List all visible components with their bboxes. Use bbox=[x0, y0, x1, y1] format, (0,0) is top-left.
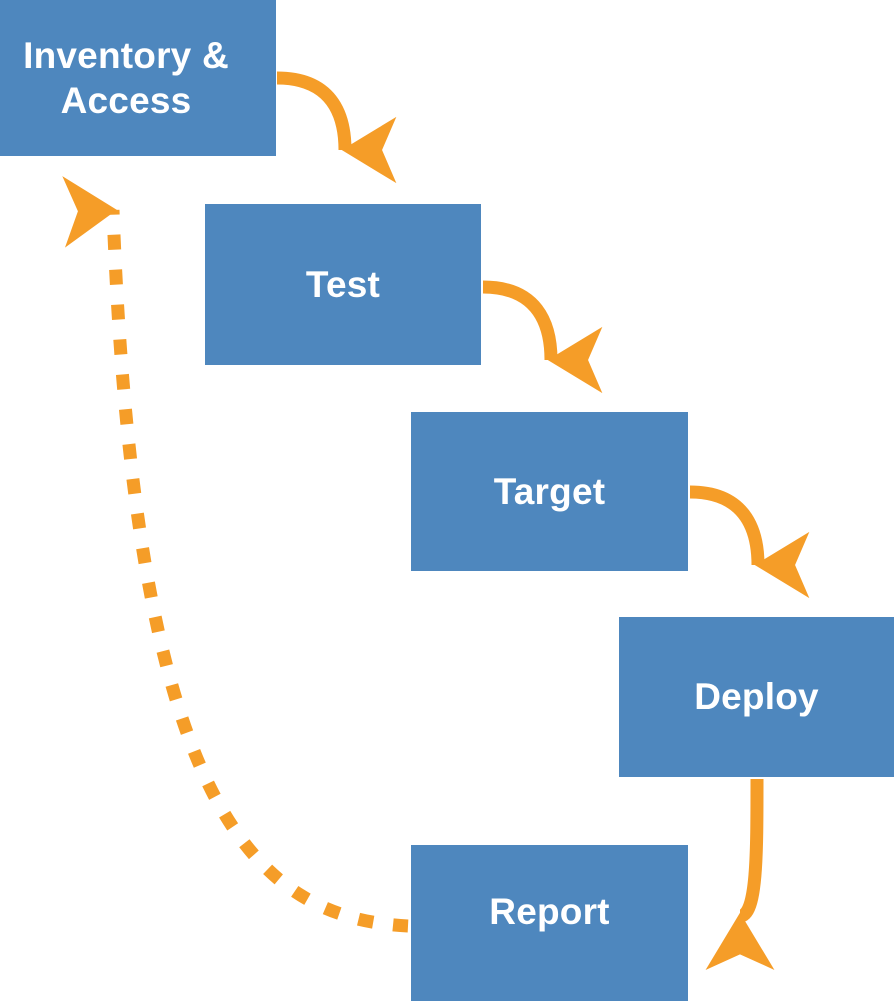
connector-test-to-target bbox=[482, 280, 603, 394]
node-inventory-access[interactable]: Inventory & Access bbox=[0, 0, 276, 156]
node-target-label: Target bbox=[493, 470, 606, 512]
connector-inventory-to-test bbox=[276, 71, 397, 184]
node-test-label: Test bbox=[305, 263, 381, 305]
node-report-label: Report bbox=[489, 891, 610, 932]
connector-deploy-to-report bbox=[705, 778, 775, 971]
node-inventory-access-label: Inventory & Access bbox=[23, 34, 229, 121]
node-deploy-label: Deploy bbox=[694, 676, 819, 718]
connector-target-to-deploy bbox=[689, 485, 810, 599]
node-report[interactable]: Report bbox=[411, 845, 688, 1001]
node-deploy[interactable]: Deploy bbox=[619, 617, 894, 777]
node-test[interactable]: Test bbox=[205, 204, 481, 365]
node-target[interactable]: Target bbox=[411, 412, 688, 571]
